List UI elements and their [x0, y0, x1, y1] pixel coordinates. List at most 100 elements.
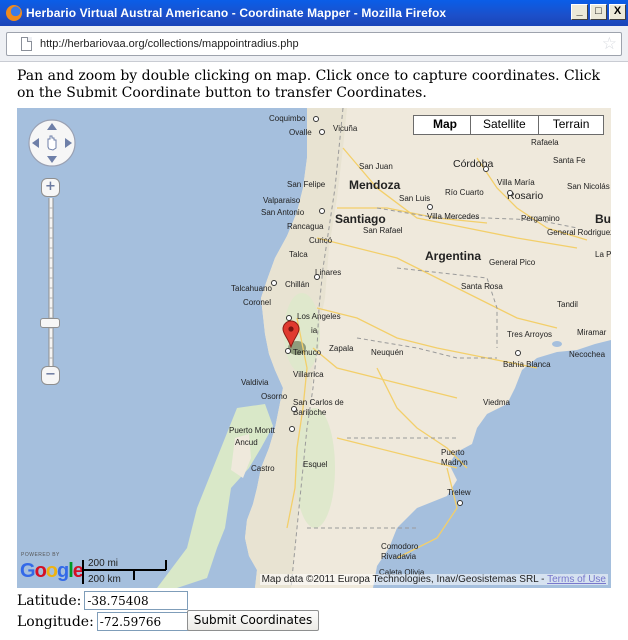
city-label: Temuco [293, 348, 322, 357]
city-label: Talcahuano [231, 284, 272, 293]
powered-by-text: POWERED BY [21, 552, 60, 558]
city-label: San Nicolás de los Arroyos [567, 182, 611, 191]
city-label: Santa Rosa [461, 282, 503, 291]
city-dot [319, 208, 325, 214]
longitude-input[interactable] [96, 612, 197, 631]
pan-up-icon [47, 123, 57, 130]
country-label: Argentina [425, 249, 482, 263]
longitude-label: Longitude: [17, 613, 94, 630]
city-label: Coronel [243, 298, 272, 307]
firefox-icon [6, 5, 22, 21]
city-label: Chillán [285, 280, 310, 289]
city-label: Puerto Madryn [441, 448, 468, 467]
pan-left-icon [32, 138, 39, 148]
city-label: Villa Mercedes [427, 212, 480, 221]
close-button[interactable]: X [609, 4, 626, 20]
city-label: Pergamino [521, 214, 560, 223]
bookmark-star-icon[interactable]: ☆ [601, 34, 617, 54]
city-dot [483, 166, 489, 172]
city-label: Villarrica [293, 370, 324, 379]
city-dot [289, 426, 295, 432]
zoom-slider-track[interactable] [46, 198, 56, 366]
city-dot [507, 190, 513, 196]
city-dot [319, 129, 325, 135]
city-label: Comodoro Rivadavia [381, 542, 419, 561]
city-label: San Rafael [363, 226, 403, 235]
city-dot [427, 204, 433, 210]
city-label: Linares [315, 268, 342, 277]
city-label: Bahía Blanca [503, 360, 551, 369]
city-label: Neuquén [371, 348, 404, 357]
city-dot [313, 116, 319, 122]
scale-km-label: 200 km [88, 574, 121, 585]
map-type-map-button[interactable]: Map [414, 116, 470, 134]
city-label: Villa María [497, 178, 535, 187]
city-label: San Antonio [261, 208, 305, 217]
map-attribution: Map data ©2011 Europa Technologies, Inav… [259, 574, 608, 585]
longitude-row: Longitude: [17, 612, 197, 631]
terms-of-use-link[interactable]: Terms of Use [547, 574, 606, 585]
google-logo[interactable]: Google [20, 560, 84, 582]
minimize-button[interactable]: _ [571, 4, 588, 20]
city-label: Osorno [261, 392, 288, 401]
url-field[interactable]: http://herbariovaa.org/collections/mappo… [6, 32, 622, 56]
map-type-control: Map Satellite Terrain [413, 115, 605, 135]
latitude-label: Latitude: [17, 592, 82, 609]
city-label: Talca [289, 250, 308, 259]
city-label: Puerto Montt [229, 426, 275, 435]
city-label: Trelew [447, 488, 471, 497]
city-label: San Juan [359, 162, 393, 171]
zoom-out-button[interactable]: − [41, 366, 60, 385]
city-label: Rosario [507, 190, 544, 202]
map-geography [157, 108, 611, 588]
map-type-terrain-button[interactable]: Terrain [537, 116, 604, 134]
city-label: Tandil [557, 300, 578, 309]
city-label: Ancud [235, 438, 258, 447]
city-label: Necochea [569, 350, 606, 359]
city-label: Curicó [309, 236, 333, 245]
city-label: Miramar [577, 328, 607, 337]
maximize-button[interactable]: □ [590, 4, 607, 20]
attribution-text: Map data ©2011 Europa Technologies, Inav… [261, 574, 545, 585]
latitude-input[interactable] [84, 591, 189, 610]
city-label: Esquel [303, 460, 328, 469]
window-title: Herbario Virtual Austral Americano - Coo… [26, 6, 447, 20]
address-bar: http://herbariovaa.org/collections/mappo… [0, 26, 628, 62]
city-dot [314, 274, 320, 280]
city-label: Bu [595, 212, 611, 226]
city-label: Río Cuarto [445, 188, 484, 197]
city-label: Ovalle [289, 128, 312, 137]
zoom-slider-handle[interactable] [40, 318, 60, 328]
url-text[interactable]: http://herbariovaa.org/collections/mappo… [40, 38, 299, 50]
pan-control[interactable] [27, 118, 77, 168]
window-titlebar[interactable]: Herbario Virtual Austral Americano - Coo… [0, 0, 628, 26]
city-label: Viedma [483, 398, 510, 407]
submit-coordinates-button[interactable]: Submit Coordinates [187, 610, 319, 631]
city-label: Coquimbo [269, 114, 306, 123]
map-canvas[interactable]: Coquimbo Ovalle Vicuña Rafaela San Juan … [17, 108, 611, 588]
pan-right-icon [65, 138, 72, 148]
zoom-in-button[interactable]: + [41, 178, 60, 197]
city-dot [291, 406, 297, 412]
map-type-satellite-button[interactable]: Satellite [470, 116, 538, 134]
city-label: ia [311, 326, 318, 335]
page-icon [21, 37, 32, 51]
city-label: General Pico [489, 258, 536, 267]
city-label: Los Angeles [297, 312, 341, 321]
city-label: Mendoza [349, 178, 401, 192]
city-label: San Felipe [287, 180, 326, 189]
city-dot [286, 315, 292, 321]
location-marker-icon[interactable] [282, 320, 300, 348]
city-label: Valdivia [241, 378, 269, 387]
city-label: San Luis [399, 194, 431, 203]
scale-mi-label: 200 mi [88, 558, 119, 569]
city-label: General Rodriguez [547, 228, 611, 237]
city-label: Valparaiso [263, 196, 301, 205]
city-label: Zapala [329, 344, 354, 353]
hand-icon [47, 135, 57, 151]
pan-down-icon [47, 156, 57, 163]
city-label: Rancagua [287, 222, 324, 231]
scale-bar-lines [82, 560, 167, 584]
city-dot [457, 500, 463, 506]
city-dot [515, 350, 521, 356]
